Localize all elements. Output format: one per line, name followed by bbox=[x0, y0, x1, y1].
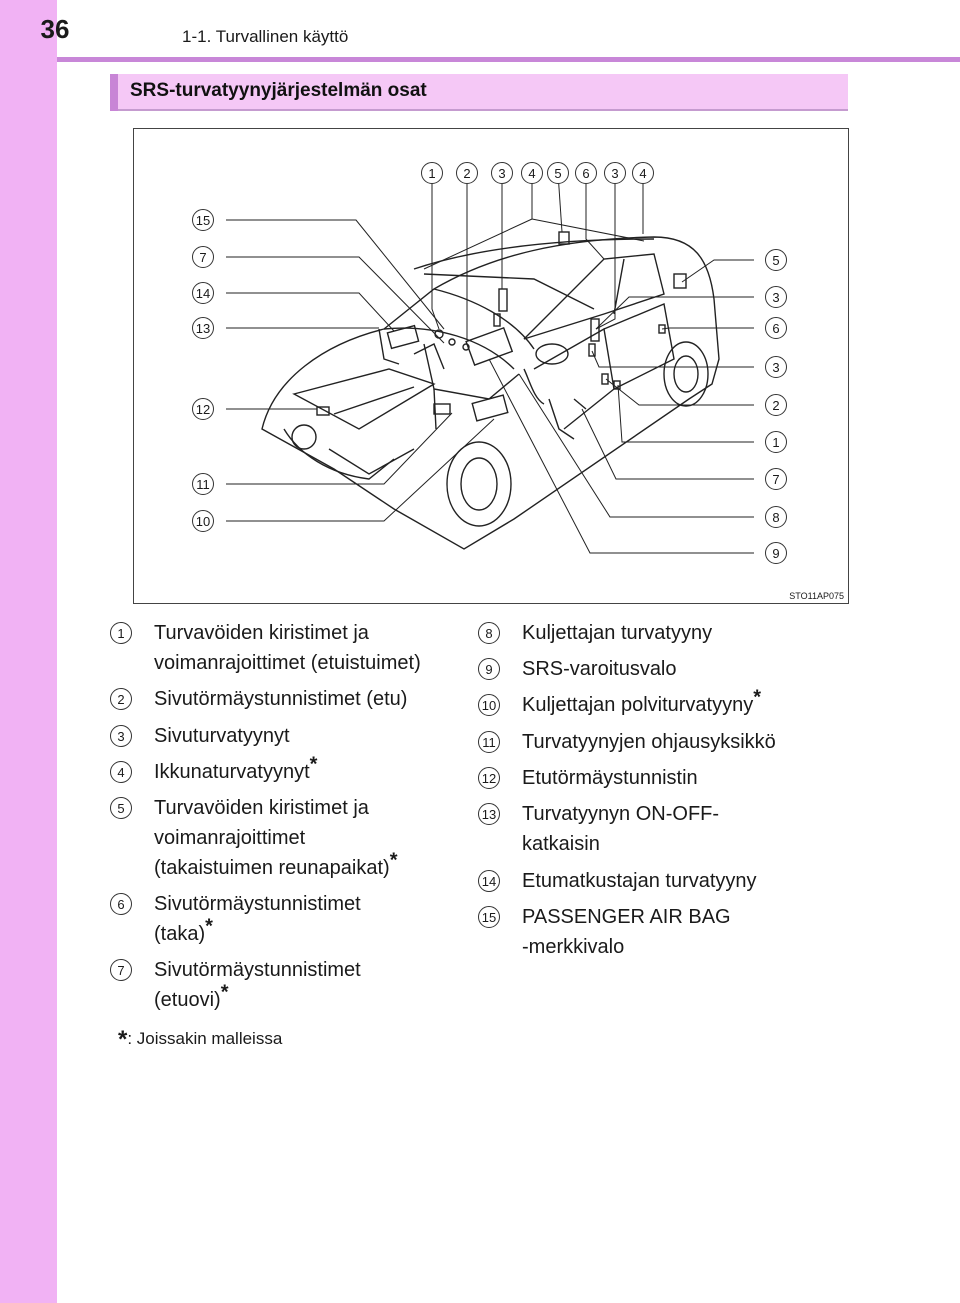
legend-number: 10 bbox=[478, 694, 500, 716]
callout-right-9: 9 bbox=[765, 542, 787, 564]
legend-number: 15 bbox=[478, 906, 500, 928]
legend-text: Etutörmäystunnistin bbox=[522, 767, 698, 789]
callout-left-13: 13 bbox=[192, 317, 214, 339]
legend-number: 7 bbox=[110, 959, 132, 981]
callout-left-10: 10 bbox=[192, 510, 214, 532]
callout-top-3: 3 bbox=[491, 162, 513, 184]
section-heading: SRS-turvatyynyjärjestelmän osat bbox=[110, 74, 848, 111]
legend-text: Sivutörmäystunnistimet (taka)* bbox=[154, 889, 484, 949]
legend-text: Sivuturvatyynyt bbox=[154, 725, 290, 747]
airbag-diagram: 1 2 3 4 5 6 3 4 15 7 14 13 12 11 10 5 3 … bbox=[133, 128, 849, 604]
legend-text-label: Turvavöiden kiristimet ja voimanrajoitti… bbox=[154, 797, 390, 879]
callout-left-14: 14 bbox=[192, 282, 214, 304]
legend-text: Ikkunaturvatyynyt* bbox=[154, 754, 484, 787]
page-sidebar bbox=[0, 0, 57, 1303]
legend-text: Turvavöiden kiristimet ja voimanrajoitti… bbox=[154, 793, 484, 883]
legend-number: 13 bbox=[478, 803, 500, 825]
callout-right-1: 1 bbox=[765, 431, 787, 453]
asterisk-marker: * bbox=[389, 849, 398, 872]
footnote-asterisk: * bbox=[118, 1026, 128, 1053]
legend-text: Turvatyynyn ON-OFF- katkaisin bbox=[522, 803, 720, 855]
callout-right-8: 8 bbox=[765, 506, 787, 528]
callout-left-11: 11 bbox=[192, 473, 214, 495]
legend-number: 4 bbox=[110, 761, 132, 783]
callout-top-5: 5 bbox=[547, 162, 569, 184]
legend-text: Turvavöiden kiristimet ja voimanrajoitti… bbox=[154, 622, 421, 674]
callout-top-4: 4 bbox=[521, 162, 543, 184]
legend-number: 1 bbox=[110, 622, 132, 644]
callout-right-7: 7 bbox=[765, 468, 787, 490]
callout-top-7: 3 bbox=[604, 162, 626, 184]
diagram-ref-code: STO11AP075 bbox=[787, 591, 846, 601]
legend-text: Kuljettajan turvatyyny bbox=[522, 622, 713, 644]
legend-right: 8 Kuljettajan turvatyyny 9 SRS-varoitusv… bbox=[478, 618, 848, 978]
legend-text: Turvatyynyjen ohjausyksikkö bbox=[522, 731, 776, 753]
car-illustration bbox=[226, 172, 754, 554]
page-number: 36 bbox=[40, 14, 70, 44]
legend-number: 14 bbox=[478, 870, 500, 892]
callout-left-7: 7 bbox=[192, 246, 214, 268]
legend-text: Etumatkustajan turvatyyny bbox=[522, 870, 757, 892]
legend-number: 12 bbox=[478, 767, 500, 789]
footnote: *: Joissakin malleissa bbox=[118, 1026, 282, 1054]
callout-top-6: 6 bbox=[575, 162, 597, 184]
legend-text: Sivutörmäystunnistimet (etu) bbox=[154, 688, 408, 710]
legend-text: PASSENGER AIR BAG -merkkivalo bbox=[522, 906, 731, 958]
asterisk-marker: * bbox=[309, 753, 318, 776]
header-title: 1-1. Turvallinen käyttö bbox=[182, 27, 349, 46]
callout-right-3b: 3 bbox=[765, 356, 787, 378]
asterisk-marker: * bbox=[220, 981, 229, 1004]
asterisk-marker: * bbox=[753, 686, 762, 709]
callout-right-2: 2 bbox=[765, 394, 787, 416]
legend-text: Kuljettajan polviturvatyyny* bbox=[522, 687, 852, 720]
callout-top-1: 1 bbox=[421, 162, 443, 184]
footnote-text: : Joissakin malleissa bbox=[127, 1029, 283, 1048]
callout-top-8: 4 bbox=[632, 162, 654, 184]
legend-text: Sivutörmäystunnistimet (etuovi)* bbox=[154, 955, 484, 1015]
header-rule bbox=[57, 57, 960, 62]
legend-number: 5 bbox=[110, 797, 132, 819]
callout-right-3a: 3 bbox=[765, 286, 787, 308]
section-heading-text: SRS-turvatyynyjärjestelmän osat bbox=[130, 80, 427, 101]
legend-text-label: Ikkunaturvatyynyt bbox=[154, 761, 310, 783]
callout-left-12: 12 bbox=[192, 398, 214, 420]
legend-number: 3 bbox=[110, 725, 132, 747]
legend-left: 1 Turvavöiden kiristimet ja voimanrajoit… bbox=[110, 618, 470, 1018]
callout-left-15: 15 bbox=[192, 209, 214, 231]
legend-number: 11 bbox=[478, 731, 500, 753]
legend-number: 2 bbox=[110, 688, 132, 710]
callout-right-5: 5 bbox=[765, 249, 787, 271]
legend-number: 8 bbox=[478, 622, 500, 644]
legend-text: SRS-varoitusvalo bbox=[522, 658, 677, 680]
legend-text-label: Kuljettajan polviturvatyyny bbox=[522, 694, 754, 716]
callout-top-2: 2 bbox=[456, 162, 478, 184]
legend-text-label: Sivutörmäystunnistimet (etuovi) bbox=[154, 959, 361, 1011]
legend-number: 9 bbox=[478, 658, 500, 680]
asterisk-marker: * bbox=[205, 915, 213, 938]
legend-number: 6 bbox=[110, 893, 132, 915]
legend-text-label: Sivutörmäystunnistimet (taka) bbox=[154, 893, 361, 945]
callout-right-6: 6 bbox=[765, 317, 787, 339]
